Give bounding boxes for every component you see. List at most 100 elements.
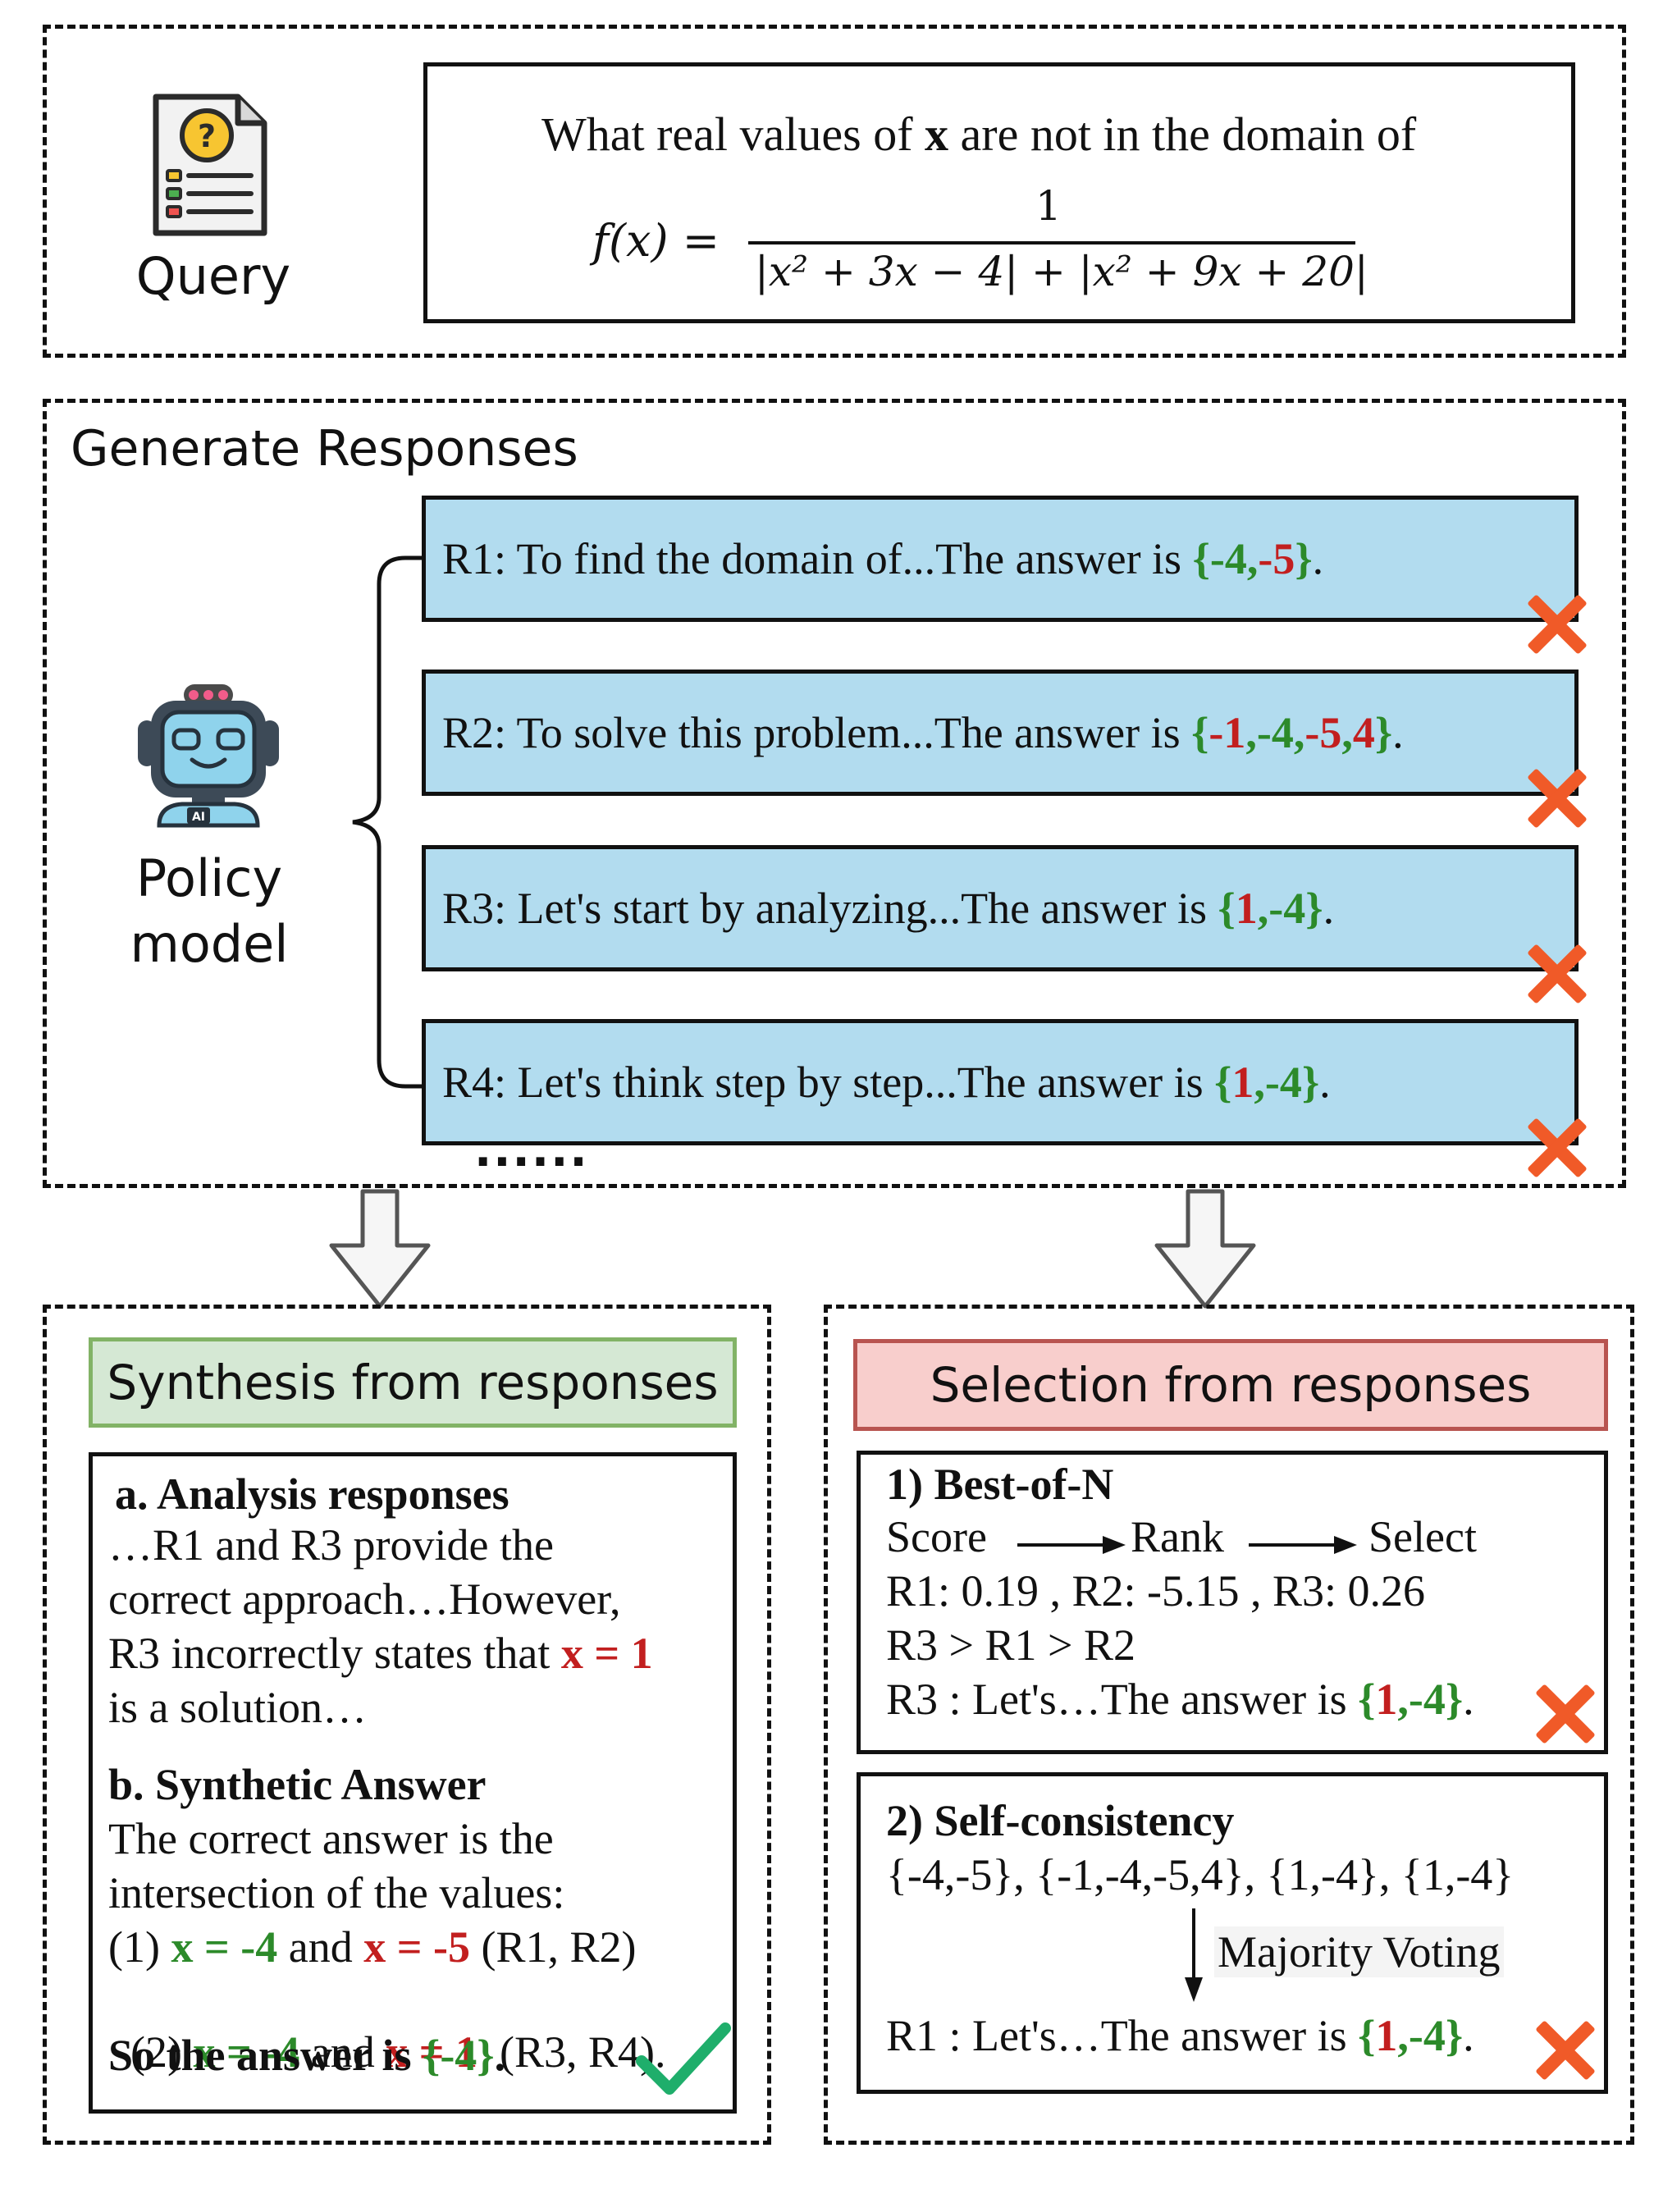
self-consistency-answer: R1 : Let's…The answer is {1,-4}. — [886, 2011, 1474, 2060]
answer-token: } — [1445, 2011, 1464, 2060]
answer-token: -4 — [1209, 534, 1247, 583]
response-text: R4: Let's think step by step...The answe… — [442, 1058, 1331, 1107]
answer-token: -4 — [1256, 708, 1294, 757]
best-of-n-heading: 1) Best-of-N — [886, 1460, 1114, 1509]
response-box: R4: Let's think step by step...The answe… — [422, 1019, 1579, 1145]
analysis-line: correct approach…However, — [108, 1574, 621, 1624]
answer-token: 1 — [1231, 1058, 1254, 1107]
answer-token: -1 — [1209, 708, 1246, 757]
best-of-n-answer: R3 : Let's…The answer is {1,-4}. — [886, 1675, 1474, 1724]
question-var: x — [925, 107, 949, 161]
formula-lhs: f(x) = — [592, 215, 720, 267]
answer-token: 1 — [1235, 884, 1258, 933]
answer-token: 1 — [1375, 2011, 1398, 2060]
answer-token: -4 — [1408, 1675, 1446, 1724]
self-consistency-box — [857, 1772, 1608, 2094]
answer-token: } — [1301, 1058, 1320, 1107]
cross-icon — [1518, 1108, 1597, 1186]
arrow-down-icon — [1185, 1908, 1203, 2002]
formula-fraction-bar — [748, 241, 1355, 245]
synthesis-header: Synthesis from responses — [89, 1337, 737, 1428]
query-section — [43, 25, 1626, 358]
response-brace — [352, 555, 423, 1089]
arrow-right-icon — [1249, 1536, 1357, 1554]
analysis-line: …R1 and R3 provide the — [108, 1520, 554, 1570]
answer-token: { — [1358, 1675, 1376, 1724]
robot-badge-label: AI — [192, 811, 205, 824]
synthetic-line: (2) x = -4 and x = 1 (R3, R4). — [130, 2027, 666, 2077]
generate-title: Generate Responses — [71, 420, 578, 478]
response-box: R1: To find the domain of...The answer i… — [422, 496, 1579, 622]
answer-token: -4 — [1264, 1058, 1302, 1107]
score-label: Score — [886, 1512, 987, 1561]
query-label: Query — [135, 246, 291, 306]
response-text: R3: Let's start by analyzing...The answe… — [442, 884, 1335, 933]
answer-token: -4 — [1268, 884, 1306, 933]
answer-token: , — [1245, 708, 1257, 757]
score-values: R1: 0.19 , R2: -5.15 , R3: 0.26 — [886, 1566, 1426, 1616]
model-label-line2: model — [130, 914, 289, 974]
svg-text:?: ? — [198, 118, 216, 154]
question-text: What real values of x are not in the dom… — [541, 107, 1416, 162]
cross-icon — [1518, 758, 1597, 837]
cross-icon — [1526, 1674, 1605, 1753]
selection-header: Selection from responses — [853, 1339, 1608, 1431]
majority-voting-label: Majority Voting — [1214, 1926, 1504, 1977]
selection-section — [824, 1305, 1634, 2145]
answer-token: -5 — [1258, 534, 1295, 583]
answer-sets: {-4,-5}, {-1,-4,-5,4}, {1,-4}, {1,-4} — [886, 1850, 1515, 1899]
answer-token: , — [1397, 1675, 1409, 1724]
synthesis-section — [43, 1305, 771, 2145]
answer-token: 1 — [1375, 1675, 1398, 1724]
down-arrow-right — [1154, 1189, 1256, 1309]
answer-token: -5 — [1304, 708, 1342, 757]
answer-token: , — [1246, 534, 1259, 583]
wrong-value: x = 1 — [560, 1629, 653, 1678]
answer-token: { — [1218, 884, 1236, 933]
check-icon — [636, 2022, 731, 2095]
synthesis-box — [89, 1452, 737, 2114]
answer-token: , — [1341, 708, 1353, 757]
rank-order: R3 > R1 > R2 — [886, 1620, 1135, 1670]
answer-token: -4 — [1408, 2011, 1446, 2060]
formula-numerator: 1 — [1035, 182, 1062, 230]
synthetic-line: intersection of the values: — [108, 1868, 565, 1917]
answer-token: , — [1254, 1058, 1265, 1107]
generate-section — [43, 399, 1626, 1188]
response-text: R2: To solve this problem...The answer i… — [442, 708, 1404, 757]
answer-token: , — [1257, 884, 1269, 933]
cross-icon — [1518, 934, 1597, 1012]
rank-label: Rank — [1131, 1512, 1224, 1561]
answer-token: , — [1397, 2011, 1409, 2060]
response-box: R3: Let's start by analyzing...The answe… — [422, 845, 1579, 971]
answer-token: } — [1295, 534, 1313, 583]
down-arrow-left — [329, 1189, 431, 1309]
question-box — [423, 62, 1575, 323]
response-box: R2: To solve this problem...The answer i… — [422, 670, 1579, 796]
best-of-n-box — [857, 1451, 1608, 1754]
analysis-line: is a solution… — [108, 1683, 368, 1732]
more-responses-ellipsis: ...... — [474, 1124, 589, 1177]
answer-token: 4 — [1352, 708, 1375, 757]
answer-token: { — [1214, 1058, 1232, 1107]
response-text: R1: To find the domain of...The answer i… — [442, 534, 1324, 583]
arrow-right-icon — [1017, 1536, 1126, 1554]
synthetic-line: (1) x = -4 and x = -5 (R1, R2) — [108, 1922, 637, 1972]
synthetic-final-answer: So the answer is {-4}. — [108, 2031, 506, 2080]
answer-token: } — [1305, 884, 1323, 933]
model-label-line1: Policy — [135, 848, 283, 908]
question-prefix: What real values of — [541, 107, 925, 161]
formula-denominator: |x² + 3x − 4| + |x² + 9x + 20| — [755, 248, 1368, 295]
answer-token: , — [1293, 708, 1305, 757]
answer-token: { — [1358, 2011, 1376, 2060]
synthetic-line: The correct answer is the — [108, 1814, 554, 1863]
analysis-heading: a. Analysis responses — [115, 1469, 509, 1519]
select-label: Select — [1368, 1512, 1477, 1561]
analysis-line: R3 incorrectly states that x = 1 — [108, 1629, 653, 1678]
answer-token: } — [1445, 1675, 1464, 1724]
cross-icon — [1526, 2010, 1605, 2089]
self-consistency-heading: 2) Self-consistency — [886, 1796, 1235, 1845]
question-suffix: are not in the domain of — [948, 107, 1417, 161]
robot-icon: AI — [138, 684, 279, 828]
cross-icon — [1518, 584, 1597, 663]
